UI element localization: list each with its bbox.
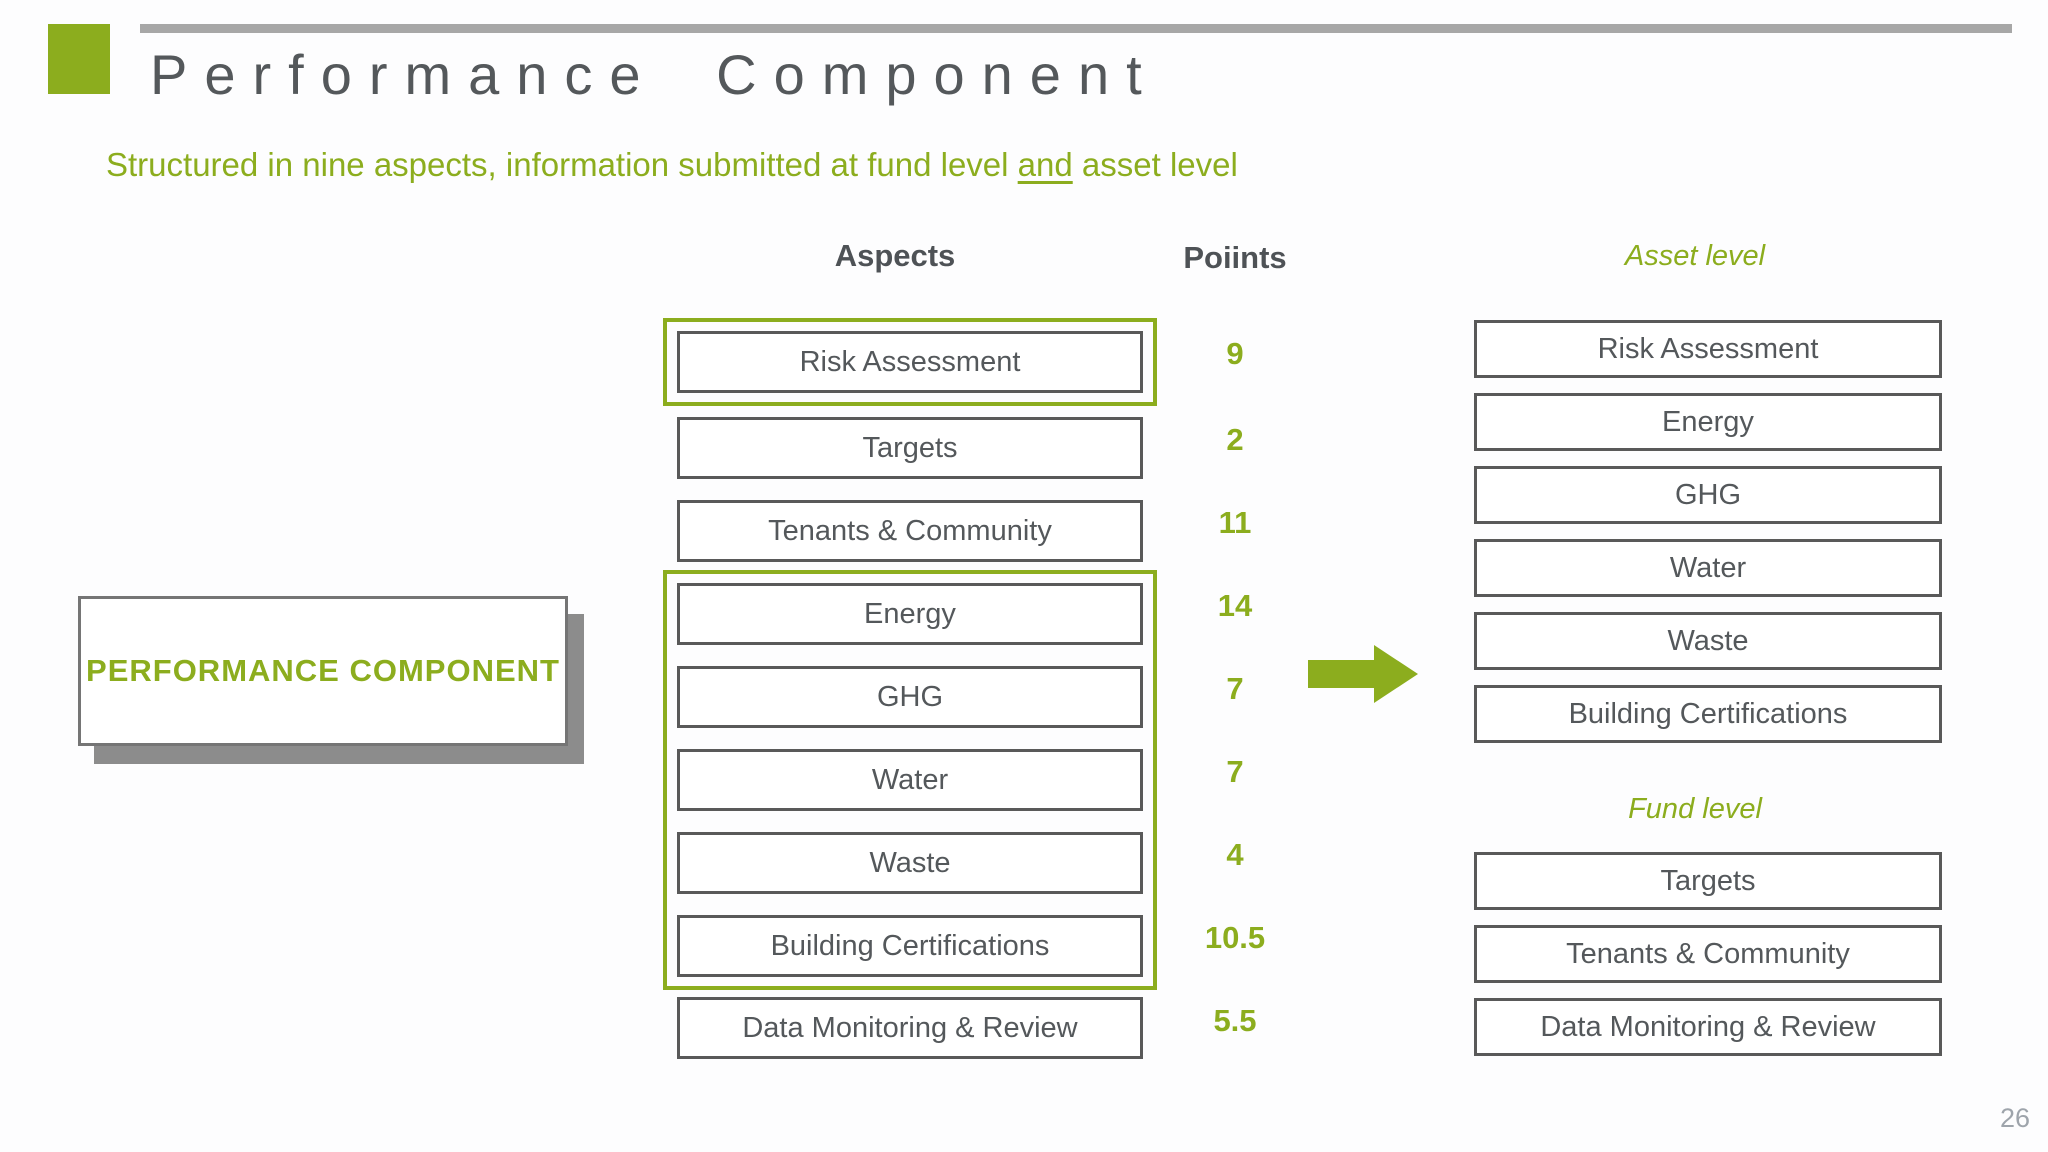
page-number: 26 xyxy=(1999,1103,2030,1133)
aspect-label: Targets xyxy=(862,431,958,464)
aspect-box-tenants-community: Tenants & Community xyxy=(677,500,1143,562)
fund-level-label: Tenants & Community xyxy=(1566,937,1850,970)
accent-square xyxy=(48,24,110,94)
page-subtitle: Structured in nine aspects, information … xyxy=(106,146,1238,184)
asset-level-label: Risk Assessment xyxy=(1597,332,1819,365)
column-header-asset-level: Asset level xyxy=(1624,240,1766,272)
points-value-ghg: 7 xyxy=(1226,671,1244,706)
points-value-energy: 14 xyxy=(1217,588,1253,623)
asset-level-box-water: Water xyxy=(1474,539,1942,597)
aspect-label: Water xyxy=(871,763,949,796)
asset-level-label: Water xyxy=(1669,551,1747,584)
fund-level-box-tenants-community: Tenants & Community xyxy=(1474,925,1942,983)
aspect-label: Data Monitoring & Review xyxy=(742,1011,1078,1044)
aspect-label: Waste xyxy=(869,846,951,879)
subtitle-text-after: asset level xyxy=(1072,146,1238,183)
points-value-building-certifications: 10.5 xyxy=(1204,920,1266,955)
aspect-label: Building Certifications xyxy=(770,929,1050,962)
fund-level-box-data-monitoring-review: Data Monitoring & Review xyxy=(1474,998,1942,1056)
aspect-label: Energy xyxy=(864,597,956,630)
column-header-aspects: Aspects xyxy=(834,238,956,273)
points-value-risk-assessment: 9 xyxy=(1226,336,1244,371)
subtitle-text-before: Structured in nine aspects, information … xyxy=(106,146,1018,183)
asset-level-box-energy: Energy xyxy=(1474,393,1942,451)
performance-component-label: PERFORMANCE COMPONENT xyxy=(86,653,560,688)
aspect-label: GHG xyxy=(876,680,944,713)
aspect-box-building-certifications: Building Certifications xyxy=(677,915,1143,977)
points-value-tenants-community: 11 xyxy=(1218,505,1252,540)
asset-level-box-building-certifications: Building Certifications xyxy=(1474,685,1942,743)
right-arrow-icon xyxy=(1308,645,1418,703)
fund-level-box-targets: Targets xyxy=(1474,852,1942,910)
asset-level-box-risk-assessment: Risk Assessment xyxy=(1474,320,1942,378)
header-rule xyxy=(140,24,2012,33)
performance-component-box: PERFORMANCE COMPONENT xyxy=(78,596,568,746)
points-value-water: 7 xyxy=(1226,754,1244,789)
asset-level-label: Energy xyxy=(1662,405,1754,438)
page-title: Performance Component xyxy=(150,43,1159,106)
subtitle-underlined-and: and xyxy=(1017,146,1073,183)
asset-level-box-ghg: GHG xyxy=(1474,466,1942,524)
aspect-box-data-monitoring-review: Data Monitoring & Review xyxy=(677,997,1143,1059)
aspect-box-targets: Targets xyxy=(677,417,1143,479)
aspect-box-energy: Energy xyxy=(677,583,1143,645)
asset-level-label: GHG xyxy=(1674,478,1742,511)
points-value-waste: 4 xyxy=(1226,837,1244,872)
fund-level-label: Targets xyxy=(1660,864,1756,897)
asset-level-label: Building Certifications xyxy=(1568,697,1848,730)
aspect-box-ghg: GHG xyxy=(677,666,1143,728)
fund-level-label: Data Monitoring & Review xyxy=(1540,1010,1876,1043)
asset-aspects-group-frame xyxy=(663,570,1157,990)
aspect-label: Risk Assessment xyxy=(799,345,1021,378)
points-value-targets: 2 xyxy=(1226,422,1244,457)
asset-level-box-waste: Waste xyxy=(1474,612,1942,670)
aspect-box-water: Water xyxy=(677,749,1143,811)
aspect-box-waste: Waste xyxy=(677,832,1143,894)
column-header-fund-level: Fund level xyxy=(1628,793,1762,825)
aspect-label: Tenants & Community xyxy=(768,514,1052,547)
points-value-data-monitoring-review: 5.5 xyxy=(1213,1003,1257,1038)
aspect-box-risk-assessment: Risk Assessment xyxy=(677,331,1143,393)
risk-assessment-highlight-frame xyxy=(663,318,1157,406)
column-header-points: Poiints xyxy=(1183,240,1287,275)
asset-level-label: Waste xyxy=(1667,624,1749,657)
